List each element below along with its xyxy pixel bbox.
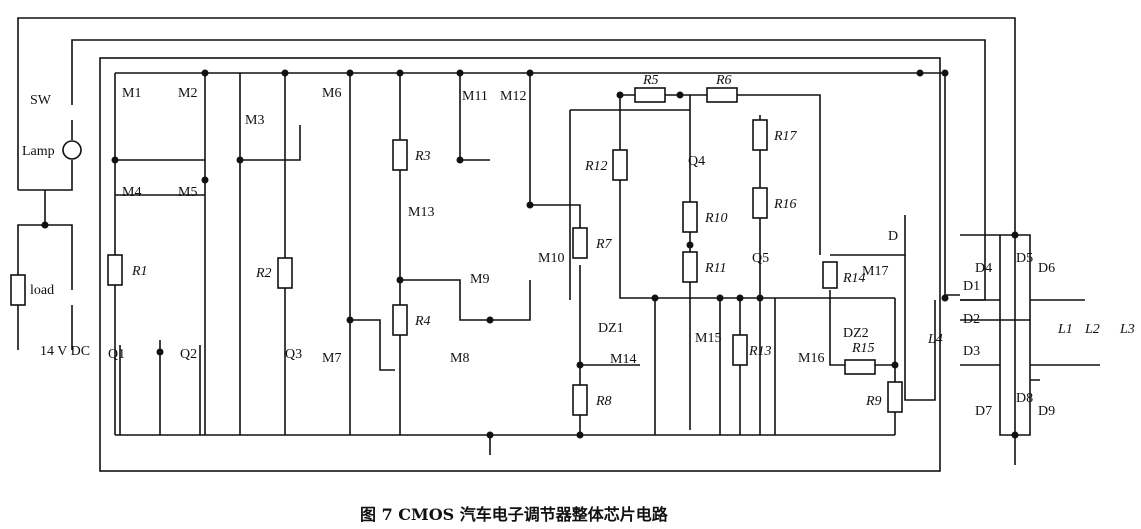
label-l1: L1 xyxy=(1057,322,1073,337)
label-m4: M4 xyxy=(122,185,141,200)
label-q1: Q1 xyxy=(108,347,125,362)
label-r3: R3 xyxy=(414,149,431,164)
label-r1: R1 xyxy=(131,264,148,279)
label-d7: D7 xyxy=(975,404,992,419)
label-r10: R10 xyxy=(704,211,728,226)
label-m1: M1 xyxy=(122,86,141,101)
label-m7: M7 xyxy=(322,351,341,366)
label-q2: Q2 xyxy=(180,347,197,362)
label-m6: M6 xyxy=(322,86,341,101)
label-d8: D8 xyxy=(1016,391,1033,406)
label-r6: R6 xyxy=(715,73,732,88)
labels-diodes: DZ1 DZ2 D D1 D2 D3 D4 D5 D6 D7 D8 D9 xyxy=(598,229,1055,419)
label-m12: M12 xyxy=(500,89,526,104)
label-m8: M8 xyxy=(450,351,469,366)
resistor-bodies xyxy=(10,87,903,416)
label-m2: M2 xyxy=(178,86,197,101)
label-r8: R8 xyxy=(595,394,612,409)
labels-external: SW Lamp load 14 V DC xyxy=(22,93,90,359)
label-d6: D6 xyxy=(1038,261,1055,276)
label-r16: R16 xyxy=(773,197,797,212)
label-r14: R14 xyxy=(842,271,866,286)
label-q3: Q3 xyxy=(285,347,302,362)
label-d5: D5 xyxy=(1016,251,1033,266)
label-l2: L2 xyxy=(1084,322,1100,337)
label-r15: R15 xyxy=(851,341,875,356)
labels-bjts: Q1 Q2 Q3 Q4 Q5 xyxy=(108,154,769,362)
junction-dots xyxy=(41,69,1019,439)
label-m9: M9 xyxy=(470,272,489,287)
label-r17: R17 xyxy=(773,129,798,144)
labels-resistors: R1 R2 R3 R4 R5 R6 R7 R8 R9 R10 R11 R12 R… xyxy=(131,73,882,409)
label-m11: M11 xyxy=(462,89,488,104)
label-r5: R5 xyxy=(642,73,659,88)
label-d9: D9 xyxy=(1038,404,1055,419)
label-r4: R4 xyxy=(414,314,431,329)
label-l3: L3 xyxy=(1119,322,1135,337)
label-d4: D4 xyxy=(975,261,992,276)
label-m17: M17 xyxy=(862,264,888,279)
label-l4: L4 xyxy=(927,332,943,347)
label-d: D xyxy=(888,229,898,244)
label-m15: M15 xyxy=(695,331,721,346)
labels-mosfets: M1 M2 M3 M4 M5 M6 M7 M8 M9 M10 M11 M12 M… xyxy=(122,86,888,367)
label-m5: M5 xyxy=(178,185,197,200)
label-m10: M10 xyxy=(538,251,564,266)
labels-inductors: L1 L2 L3 L4 xyxy=(927,322,1135,347)
label-load: load xyxy=(30,283,54,298)
label-lamp: Lamp xyxy=(22,144,55,159)
label-q5: Q5 xyxy=(752,251,769,266)
label-dz1: DZ1 xyxy=(598,321,624,336)
label-d1: D1 xyxy=(963,279,980,294)
figure-caption: 图 7 CMOS 汽车电子调节器整体芯片电路 xyxy=(360,505,669,524)
label-r11: R11 xyxy=(704,261,727,276)
label-m3: M3 xyxy=(245,113,264,128)
label-q4: Q4 xyxy=(688,154,705,169)
label-r13: R13 xyxy=(748,344,772,359)
wiring xyxy=(17,17,1100,472)
label-m14: M14 xyxy=(610,352,636,367)
label-r2: R2 xyxy=(255,266,272,281)
label-battery: 14 V DC xyxy=(40,344,90,359)
label-dz2: DZ2 xyxy=(843,326,869,341)
label-m16: M16 xyxy=(798,351,824,366)
label-r7: R7 xyxy=(595,237,613,252)
label-d3: D3 xyxy=(963,344,980,359)
label-sw: SW xyxy=(30,93,52,108)
label-m13: M13 xyxy=(408,205,434,220)
label-d2: D2 xyxy=(963,312,980,327)
label-r9: R9 xyxy=(865,394,882,409)
label-r12: R12 xyxy=(584,159,608,174)
